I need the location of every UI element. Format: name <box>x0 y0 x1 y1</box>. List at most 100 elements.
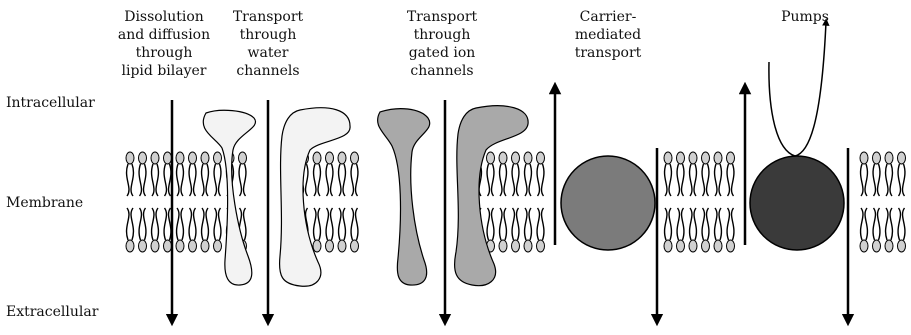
label-dissolution: Dissolution and diffusion through lipid … <box>104 8 224 80</box>
lipid-tail <box>314 164 321 196</box>
lipid-head <box>885 240 893 252</box>
lipid-tail <box>127 208 134 240</box>
lipid-head <box>139 240 147 252</box>
lipid-head <box>664 152 672 164</box>
lipid-tail <box>202 208 209 240</box>
lipid-tail <box>127 164 134 196</box>
lipid-head <box>239 152 247 164</box>
gated-channel-left <box>378 109 430 285</box>
lipid-tail <box>690 208 697 240</box>
carrier-protein <box>561 156 655 250</box>
lipid-head <box>714 152 722 164</box>
lipid-head <box>727 240 735 252</box>
lipid-head <box>677 240 685 252</box>
lipid-head <box>313 152 321 164</box>
lipid-tail <box>702 164 709 196</box>
lipid-tail <box>702 208 709 240</box>
lipid-head <box>189 240 197 252</box>
lipid-tail <box>873 164 880 196</box>
lipid-head <box>151 240 159 252</box>
lipid-head <box>885 152 893 164</box>
label-intracellular: Intracellular <box>6 95 95 111</box>
lipid-tail <box>665 164 672 196</box>
lipid-head <box>898 240 906 252</box>
lipid-head <box>351 240 359 252</box>
lipid-tail <box>326 208 333 240</box>
label-extracellular: Extracellular <box>6 304 98 320</box>
lipid-tail <box>152 208 159 240</box>
lipid-head <box>189 152 197 164</box>
lipid-tail <box>139 164 146 196</box>
lipid-tail <box>537 164 544 196</box>
lipid-tail <box>500 208 507 240</box>
lipid-tail <box>214 208 221 240</box>
lipid-head <box>338 152 346 164</box>
lipid-head <box>487 152 495 164</box>
channel-proteins <box>203 106 844 287</box>
lipid-head <box>873 152 881 164</box>
lipid-head <box>499 240 507 252</box>
lipid-tail <box>715 164 722 196</box>
lipid-head <box>727 152 735 164</box>
lipid-tail <box>326 164 333 196</box>
lipid-tail <box>898 208 905 240</box>
lipid-tail <box>202 164 209 196</box>
lipid-tail <box>525 208 532 240</box>
lipid-tail <box>677 164 684 196</box>
lipid-head <box>714 240 722 252</box>
lipid-tail <box>177 164 184 196</box>
water-channel-right <box>280 108 351 287</box>
lipid-tail <box>512 164 519 196</box>
lipid-head <box>313 240 321 252</box>
lipid-tail <box>727 164 734 196</box>
pump-protein <box>750 156 844 250</box>
lipid-tail <box>487 208 494 240</box>
lipid-head <box>214 152 222 164</box>
label-water-channels: Transport through water channels <box>218 8 318 80</box>
lipid-head <box>164 240 172 252</box>
water-channel-left <box>203 110 255 285</box>
lipid-tail <box>351 164 358 196</box>
lipid-tail <box>512 208 519 240</box>
lipid-head <box>512 152 520 164</box>
lipid-tail <box>189 164 196 196</box>
lipid-head <box>164 152 172 164</box>
lipid-tail <box>214 164 221 196</box>
lipid-tail <box>152 164 159 196</box>
label-membrane: Membrane <box>6 195 83 211</box>
lipid-head <box>677 152 685 164</box>
lipid-head <box>702 152 710 164</box>
lipid-tail <box>861 164 868 196</box>
lipid-tail <box>500 164 507 196</box>
lipid-head <box>176 152 184 164</box>
lipid-tail <box>715 208 722 240</box>
lipid-tail <box>727 208 734 240</box>
lipid-head <box>126 240 134 252</box>
lipid-tail <box>339 208 346 240</box>
lipid-tail <box>861 208 868 240</box>
lipid-head <box>702 240 710 252</box>
lipid-head <box>524 240 532 252</box>
lipid-tail <box>164 208 171 240</box>
lipid-tail <box>351 208 358 240</box>
lipid-head <box>326 152 334 164</box>
lipid-tail <box>164 164 171 196</box>
lipid-tail <box>487 164 494 196</box>
lipid-tail <box>139 208 146 240</box>
lipid-tail <box>873 208 880 240</box>
lipid-head <box>689 240 697 252</box>
lipid-tail <box>189 208 196 240</box>
lipid-head <box>537 152 545 164</box>
label-gated-channels: Transport through gated ion channels <box>392 8 492 80</box>
lipid-tail <box>690 164 697 196</box>
lipid-tail <box>525 164 532 196</box>
lipid-tail <box>537 208 544 240</box>
lipid-tail <box>886 164 893 196</box>
gated-channel-right <box>455 106 529 286</box>
lipid-tail <box>339 164 346 196</box>
lipid-head <box>201 240 209 252</box>
lipid-head <box>126 152 134 164</box>
lipid-tail <box>665 208 672 240</box>
lipid-head <box>139 152 147 164</box>
